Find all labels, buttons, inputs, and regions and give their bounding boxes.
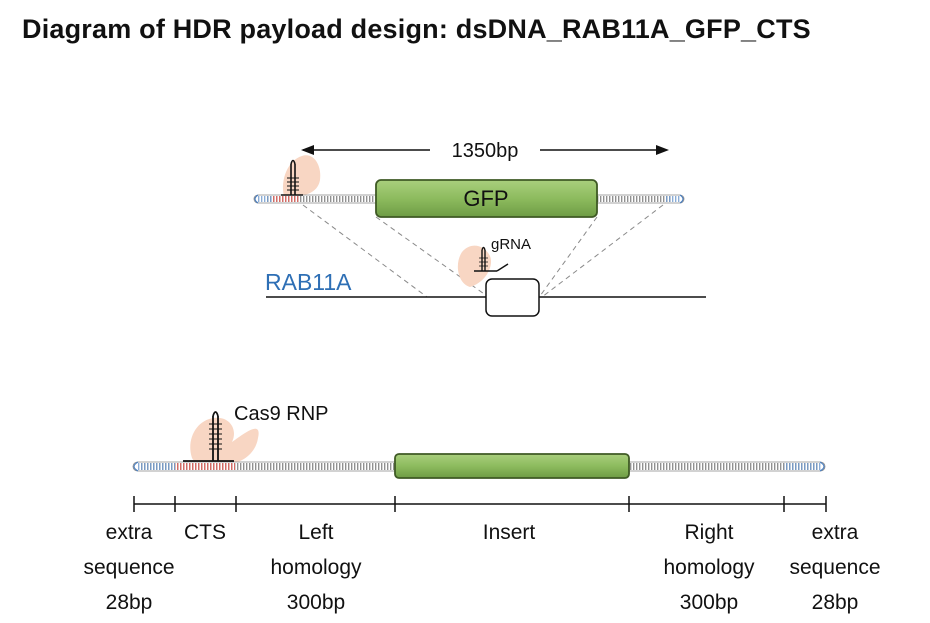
bottom-insert: [394, 453, 630, 479]
segment-label-line: 28bp: [812, 591, 859, 614]
bottom-cts: [175, 463, 235, 470]
segment-label-line: homology: [270, 556, 362, 579]
target-exon: [485, 278, 540, 317]
grna-label: gRNA: [491, 236, 531, 253]
top-panel: 1350bp GFP: [253, 140, 706, 317]
gfp-label: GFP: [463, 186, 508, 211]
segment-label-line: Right: [684, 521, 733, 544]
bottom-extra-right: [784, 463, 822, 470]
length-label: 1350bp: [452, 140, 519, 162]
segment-label-line: Insert: [483, 521, 536, 544]
payload-grna-hairpin: [281, 159, 303, 196]
cas9-rnp-blob: [190, 417, 259, 466]
genomic-grna-hairpin: [474, 246, 509, 272]
diagram-title: Diagram of HDR payload design: dsDNA_RAB…: [22, 14, 811, 44]
segment-label-line: homology: [663, 556, 755, 579]
segment-label-line: CTS: [184, 521, 226, 544]
bottom-panel: Cas9 RNP extra sequence 28bp CTS Left ho…: [83, 403, 880, 614]
segment-labels: extra sequence 28bp CTS Left homology 30…: [83, 521, 880, 614]
segment-label-line: extra: [106, 521, 153, 544]
gfp-insert: [375, 179, 598, 218]
segment-label-line: sequence: [789, 556, 880, 579]
segment-label-line: extra: [812, 521, 859, 544]
segment-ruler: [133, 496, 827, 512]
grna-blob: [457, 245, 492, 287]
cas9-rnp-label: Cas9 RNP: [234, 403, 328, 425]
cts-region: [273, 196, 300, 202]
segment-label-line: 300bp: [680, 591, 738, 614]
segment-label-line: Left: [298, 521, 333, 544]
homology-mapping-lines: [302, 204, 664, 298]
segment-label-line: 28bp: [106, 591, 153, 614]
segment-label-line: 300bp: [287, 591, 345, 614]
bottom-extra-left: [137, 463, 175, 470]
cas9-grna-hairpin: [183, 411, 234, 462]
gene-label: RAB11A: [265, 269, 352, 295]
segment-label-line: sequence: [83, 556, 174, 579]
extra-sequence-right: [665, 196, 681, 202]
extra-sequence-left: [257, 196, 273, 202]
length-arrow: [301, 145, 669, 155]
